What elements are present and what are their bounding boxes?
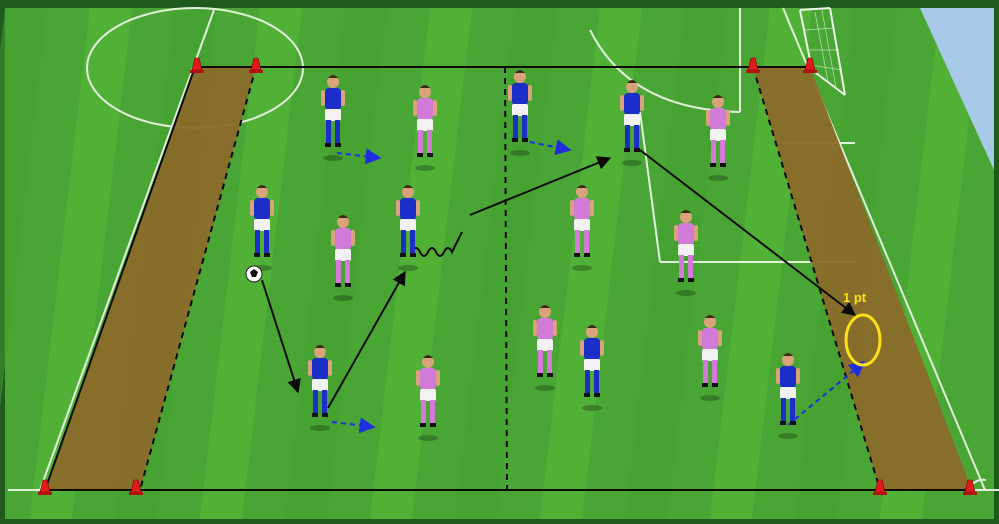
players [250,70,800,441]
player-icon-blue [250,185,274,271]
player-icon-pink [533,305,557,391]
goal-icon [799,7,846,96]
field-boundary [44,66,972,491]
sky-corner [920,8,994,170]
run-arrow [331,417,376,434]
run-arrow [336,148,382,165]
pass-arrow [327,270,406,409]
pass-arrow [469,156,612,216]
soccer-ball-icon [245,265,263,283]
dribble-arrow [411,231,463,257]
player-icon-pink [674,210,698,296]
end-zone-left [45,67,256,490]
run-arrow [787,360,866,426]
player-icon-blue [620,80,644,166]
end-zone-right [753,67,972,490]
player-icon-blue [580,325,604,411]
player-icon-pink [331,215,355,301]
run-arrows [331,139,866,434]
run-arrow [529,139,572,156]
player-icon-blue [308,345,332,431]
pass-arrow [261,279,301,394]
player-icon-blue [776,353,800,439]
player-icon-pink [413,85,437,171]
player-icon-blue [508,70,532,156]
player-icon-blue [321,75,345,161]
player-icon-blue [396,185,420,271]
player-icon-pink [570,185,594,271]
dashed-zone-lines [139,66,881,491]
player-icon-pink [416,355,440,441]
player-icon-pink [706,95,730,181]
pass-arrow [639,149,857,316]
score-zone-highlight [844,313,882,367]
player-icon-pink [698,315,722,401]
pass-arrows [261,149,857,409]
points-label: 1 pt [843,290,867,305]
